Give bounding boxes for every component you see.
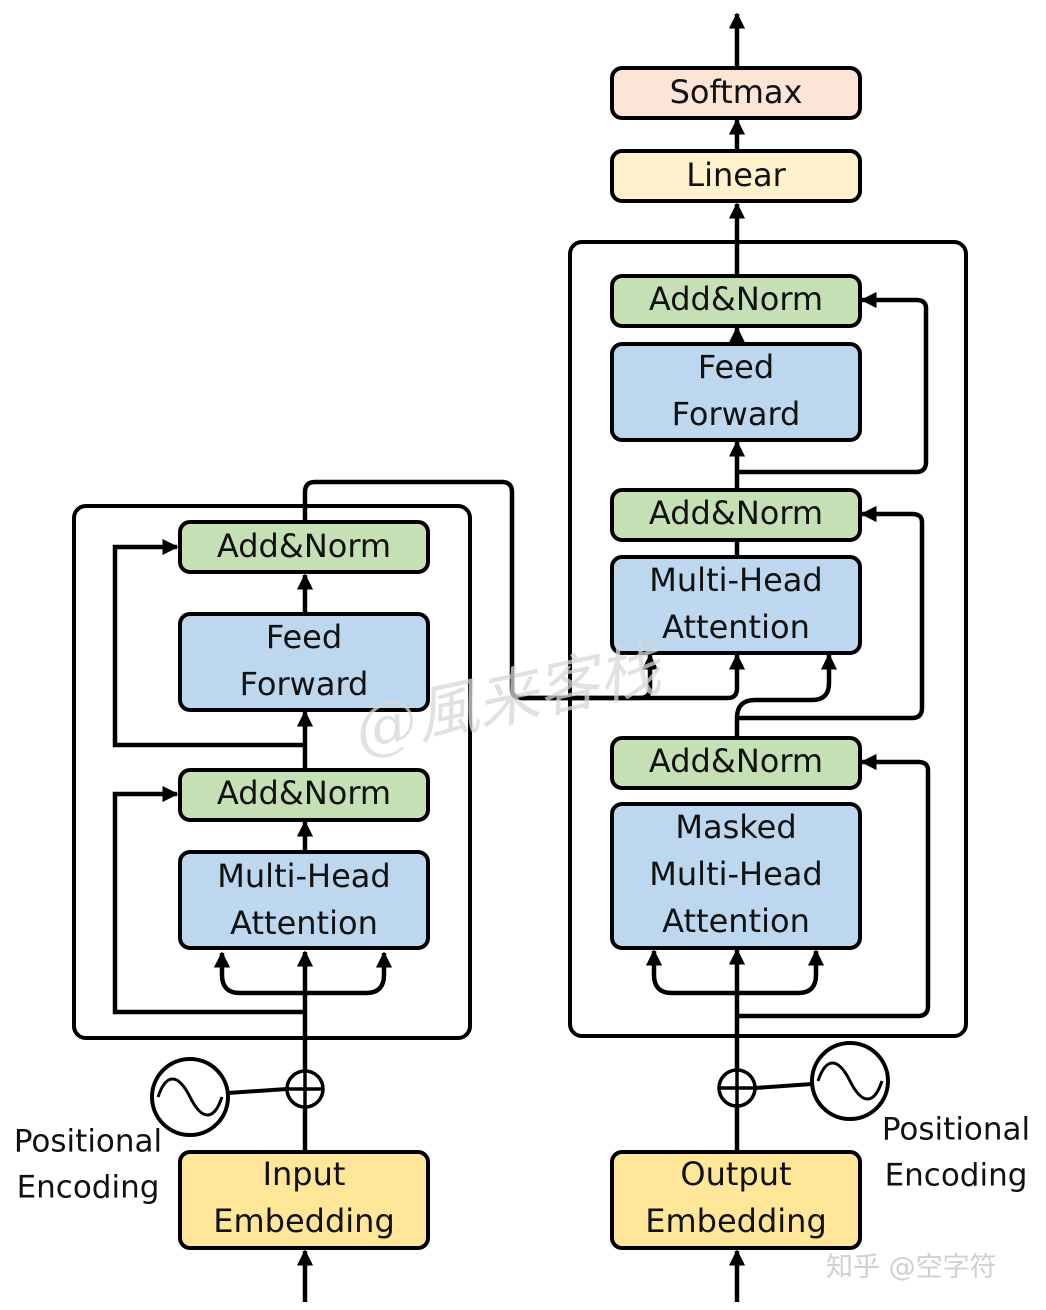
encoder-attention-label-line1: Multi-Head bbox=[217, 857, 390, 895]
encoder-positional-label-line1: Positional bbox=[14, 1124, 162, 1160]
encoder-feed-forward-label-line2: Forward bbox=[240, 665, 369, 703]
output-embedding: Output Embedding bbox=[610, 1150, 862, 1250]
encoder-attention-label-line2: Attention bbox=[230, 904, 378, 942]
decoder-positional-label-line1: Positional bbox=[882, 1112, 1030, 1148]
encoder-feed-forward-label-line1: Feed bbox=[266, 618, 342, 656]
decoder-circled-plus-icon bbox=[717, 1068, 757, 1108]
softmax-block: Softmax bbox=[610, 66, 862, 120]
masked-attention-label-line1: Masked bbox=[675, 808, 796, 846]
output-embedding-label-line2: Embedding bbox=[645, 1202, 827, 1240]
input-embedding-label-line2: Embedding bbox=[213, 1202, 395, 1240]
decoder-sine-wave-icon bbox=[810, 1041, 890, 1121]
linear-label: Linear bbox=[686, 156, 786, 194]
decoder-add-norm-middle: Add&Norm bbox=[610, 488, 862, 542]
encoder-block-frame bbox=[72, 504, 472, 1040]
encoder-add-norm-bottom: Add&Norm bbox=[178, 768, 430, 822]
encoder-feed-forward: Feed Forward bbox=[178, 612, 430, 712]
encoder-positional-label-line2: Encoding bbox=[17, 1170, 160, 1206]
decoder-connections bbox=[522, 12, 931, 1302]
decoder-feed-forward-label-line1: Feed bbox=[698, 348, 774, 386]
masked-attention-label-line2: Multi-Head bbox=[649, 855, 822, 893]
zhihu-brand-watermark: 知乎 @空字符 bbox=[826, 1252, 997, 1283]
decoder-add-norm-bottom: Add&Norm bbox=[610, 736, 862, 790]
decoder-attention-label-line1: Multi-Head bbox=[649, 561, 822, 599]
encoder-pe-connector bbox=[227, 1087, 288, 1095]
output-embedding-label-line1: Output bbox=[680, 1155, 791, 1193]
encoder-circled-plus-icon bbox=[285, 1069, 325, 1109]
encoder-add-norm-top-label: Add&Norm bbox=[217, 527, 391, 565]
decoder-masked-attention: Masked Multi-Head Attention bbox=[610, 802, 862, 950]
decoder-attention-label-line2: Attention bbox=[662, 608, 810, 646]
decoder-add-norm-middle-label: Add&Norm bbox=[649, 494, 823, 532]
encoder-add-norm-top: Add&Norm bbox=[178, 520, 430, 574]
linear-block: Linear bbox=[610, 149, 862, 203]
decoder-pe-connector bbox=[754, 1082, 813, 1090]
input-embedding-label-line1: Input bbox=[263, 1155, 346, 1193]
decoder-add-norm-bottom-label: Add&Norm bbox=[649, 742, 823, 780]
decoder-add-norm-top: Add&Norm bbox=[610, 274, 862, 328]
decoder-multi-head-attention: Multi-Head Attention bbox=[610, 555, 862, 655]
encoder-add-norm-bottom-label: Add&Norm bbox=[217, 774, 391, 812]
input-embedding: Input Embedding bbox=[178, 1150, 430, 1250]
decoder-positional-label-line2: Encoding bbox=[885, 1158, 1028, 1194]
encoder-multi-head-attention: Multi-Head Attention bbox=[178, 850, 430, 950]
decoder-block-frame bbox=[568, 240, 968, 1038]
decoder-feed-forward: Feed Forward bbox=[610, 342, 862, 442]
masked-attention-label-line3: Attention bbox=[662, 902, 810, 940]
softmax-label: Softmax bbox=[670, 73, 803, 111]
decoder-add-norm-top-label: Add&Norm bbox=[649, 280, 823, 318]
decoder-feed-forward-label-line2: Forward bbox=[672, 395, 801, 433]
encoder-sine-wave-icon bbox=[150, 1057, 230, 1137]
